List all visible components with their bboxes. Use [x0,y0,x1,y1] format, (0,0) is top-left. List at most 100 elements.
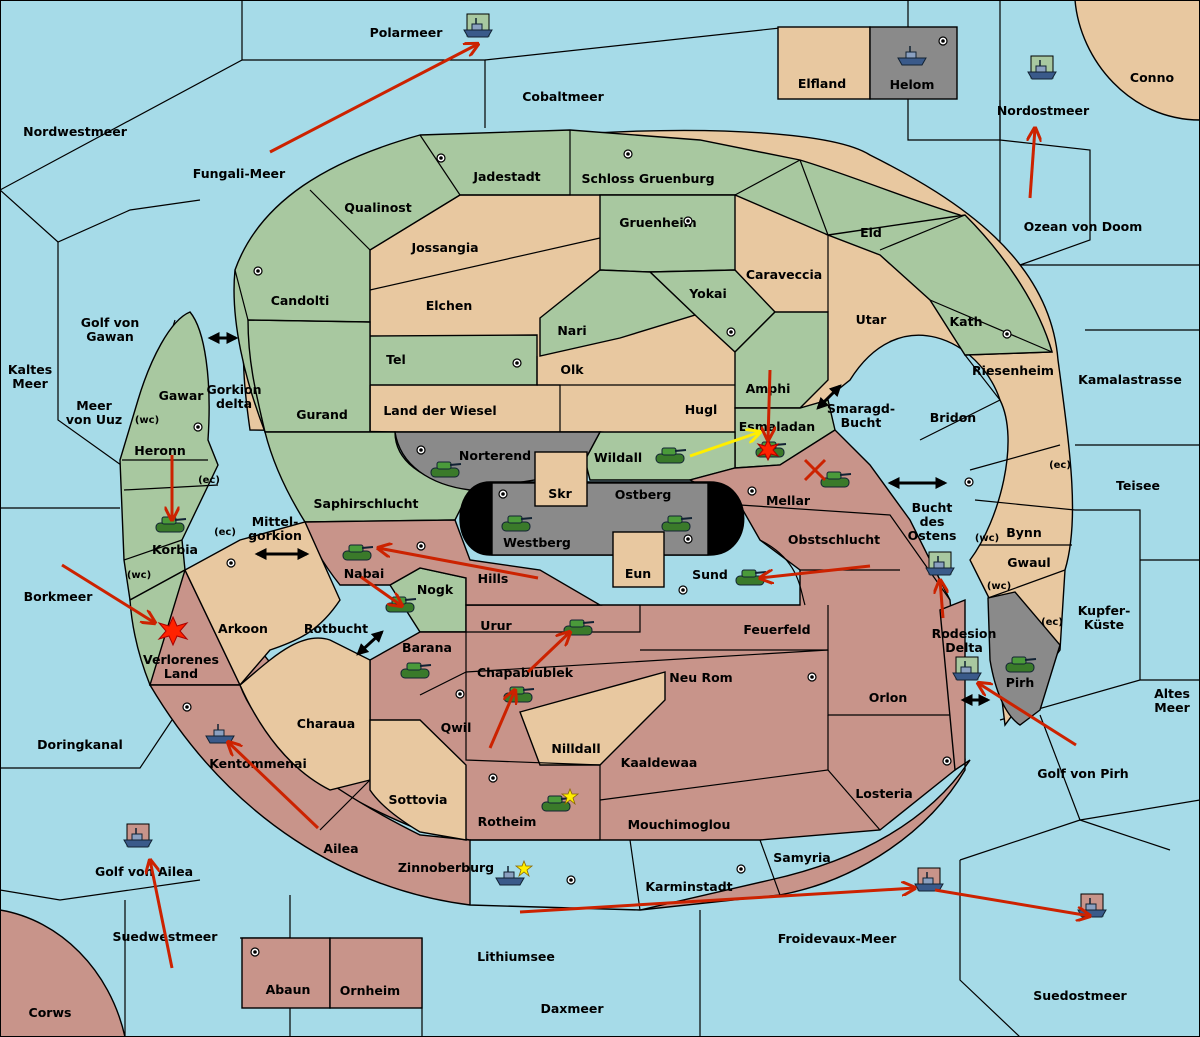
supply-center-icon [455,689,465,699]
label-losteria: Losteria [855,786,912,801]
region-nilldall[interactable] [519,671,666,766]
label-ozean-von-doom: Ozean von Doom [1024,219,1143,234]
region-eun[interactable] [612,531,665,588]
supply-center-icon [193,422,203,432]
fleet-ship-icon [123,823,153,848]
label-riesenheim: Riesenheim [972,363,1054,378]
supply-center-icon [1002,329,1012,339]
label-bridon: Bridon [930,410,976,425]
label-golf-von-ailea: Golf von Ailea [95,864,193,879]
label-candolti: Candolti [271,293,330,308]
region-gawar-block [119,311,219,602]
supply-center-icon [807,672,817,682]
failed-order-icon [803,458,827,482]
label-daxmeer: Daxmeer [540,1001,604,1016]
label-nilldall: Nilldall [551,741,600,756]
supply-center-icon [512,358,522,368]
label-kentommenai: Kentommenai [209,756,307,771]
fleet-ship-icon [463,13,493,38]
coast-marker: (wc) [127,570,151,581]
label-hugl: Hugl [685,402,718,417]
label-chapablublek: Chapablublek [477,665,574,680]
label-gwaul: Gwaul [1007,555,1050,570]
label-westberg: Westberg [503,535,571,550]
supply-center-icon [938,36,948,46]
label-orlon: Orlon [869,690,908,705]
region-labels: Polarmeer Cobaltmeer Nordwestmeer Fungal… [8,25,1191,1020]
label-gurand: Gurand [296,407,348,422]
label-obstschlucht: Obstschlucht [788,532,880,547]
region-skr[interactable] [534,451,588,507]
supply-center-icon [683,216,693,226]
label-mellar: Mellar [766,493,811,508]
label-borkmeer: Borkmeer [24,589,94,604]
label-kamalastrasse: Kamalastrasse [1078,372,1182,387]
label-eun: Eun [625,566,651,581]
coast-marker: (wc) [987,581,1011,592]
label-bynn: Bynn [1006,525,1041,540]
label-charaua: Charaua [297,716,355,731]
label-fungali-meer: Fungali-Meer [193,166,286,181]
region-arkoon[interactable] [184,521,341,687]
label-schloss-gruenburg: Schloss Gruenburg [581,171,714,186]
label-utar: Utar [856,312,888,327]
swap-arrow-icon [207,332,991,706]
label-skr: Skr [548,486,572,501]
label-qwil: Qwil [441,720,472,735]
region-nari[interactable] [539,269,697,357]
label-conno: Conno [1130,70,1175,85]
label-abaun: Abaun [266,982,311,997]
label-ailea: Ailea [323,841,358,856]
fleet-ship-icon [925,551,955,576]
region-eld-kath [825,214,1053,356]
coast-marker: (wc) [975,533,999,544]
label-nari: Nari [557,323,586,338]
fleets [123,13,1107,918]
coast-marker: (ec) [1049,460,1071,471]
label-saphirschlucht: Saphirschlucht [314,496,419,511]
label-froidevaux-meer: Froidevaux-Meer [778,931,897,946]
label-smaragd-bucht: Smaragd-Bucht [827,401,895,430]
label-tel: Tel [386,352,406,367]
supply-center-icon [488,773,498,783]
star-icon [514,859,534,878]
supply-center-icon [250,947,260,957]
label-helom: Helom [890,77,935,92]
label-cobaltmeer: Cobaltmeer [522,89,604,104]
fleet-ship-icon [952,656,982,681]
label-korbia: Korbia [152,542,198,557]
label-lithiumsee: Lithiumsee [477,949,555,964]
label-elfland: Elfland [798,76,846,91]
region-corws[interactable] [0,909,126,1037]
fleet-ship-icon [1027,55,1057,80]
region-elfland[interactable] [777,26,871,100]
label-mittel-gorkion: Mittel-gorkion [248,514,302,543]
region-sottovia[interactable] [369,719,467,841]
region-gruenheim[interactable] [599,194,736,273]
label-gawar: Gawar [159,388,205,403]
order-arrows [61,44,1090,969]
coast-marker: (ec) [214,527,236,538]
label-urur: Urur [480,618,512,633]
supply-center-icon [942,756,952,766]
region-ornheim[interactable] [329,937,423,1009]
label-feuerfeld: Feuerfeld [743,622,810,637]
label-rotbucht: Rotbucht [304,621,368,636]
supply-center-icon [678,585,688,595]
label-karminstadt: Karminstadt [645,879,732,894]
label-mouchimoglou: Mouchimoglou [628,817,731,832]
supply-center-icon [182,702,192,712]
label-nogk: Nogk [417,582,454,597]
label-norterend: Norterend [459,448,531,463]
supply-center-icon [747,486,757,496]
region-conno[interactable] [1074,0,1200,121]
supply-center-icon [226,558,236,568]
label-polarmeer: Polarmeer [370,25,444,40]
